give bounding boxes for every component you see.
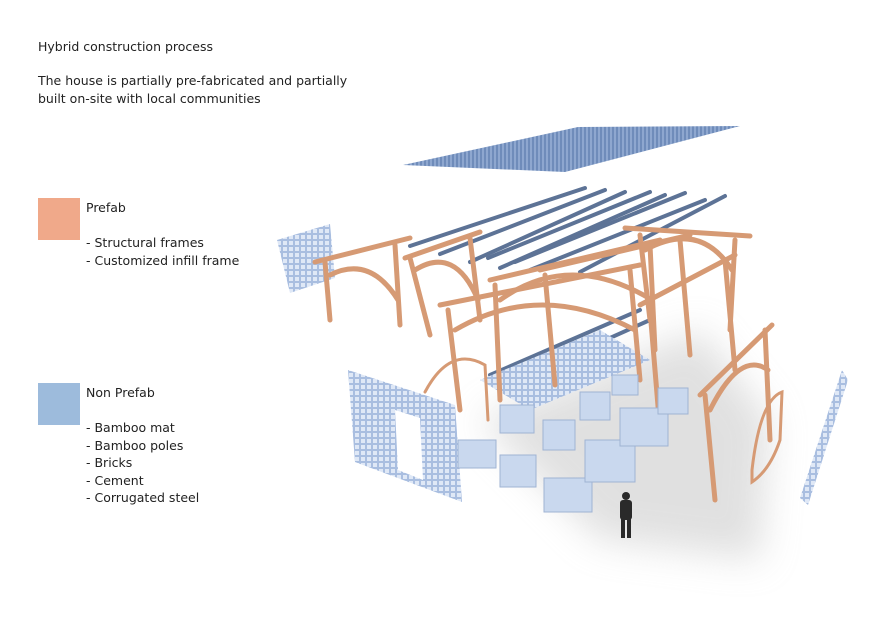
legend-item: - Structural frames: [86, 235, 204, 250]
legend-item: - Bamboo mat: [86, 420, 175, 435]
legend-item: - Bamboo poles: [86, 437, 184, 453]
person-silhouette: [620, 492, 632, 538]
bamboo-floor-mat: [480, 330, 650, 410]
prefab-swatch: [38, 198, 80, 240]
door-opening: [395, 410, 423, 480]
non-prefab-label: Non Prefab: [86, 385, 155, 400]
legend-item: - Bricks: [86, 455, 133, 471]
description-line-1: The house is partially pre-fabricated an…: [38, 73, 348, 88]
bamboo-mat-window-panel: [277, 224, 335, 293]
prefab-label: Prefab: [86, 200, 126, 215]
legend-item: - Cement: [86, 472, 144, 488]
corrugated-roof-sheet: [403, 126, 740, 172]
description-line-2: built on-site with local communities: [38, 91, 261, 106]
legend-item: - Customized infill frame: [86, 252, 240, 268]
non-prefab-swatch: [38, 383, 80, 425]
legend-item: - Corrugated steel: [86, 490, 200, 506]
diagram-title: Hybrid construction process: [38, 39, 213, 54]
material-boxes: [457, 374, 689, 513]
bamboo-mat-right-panel: [800, 370, 848, 505]
